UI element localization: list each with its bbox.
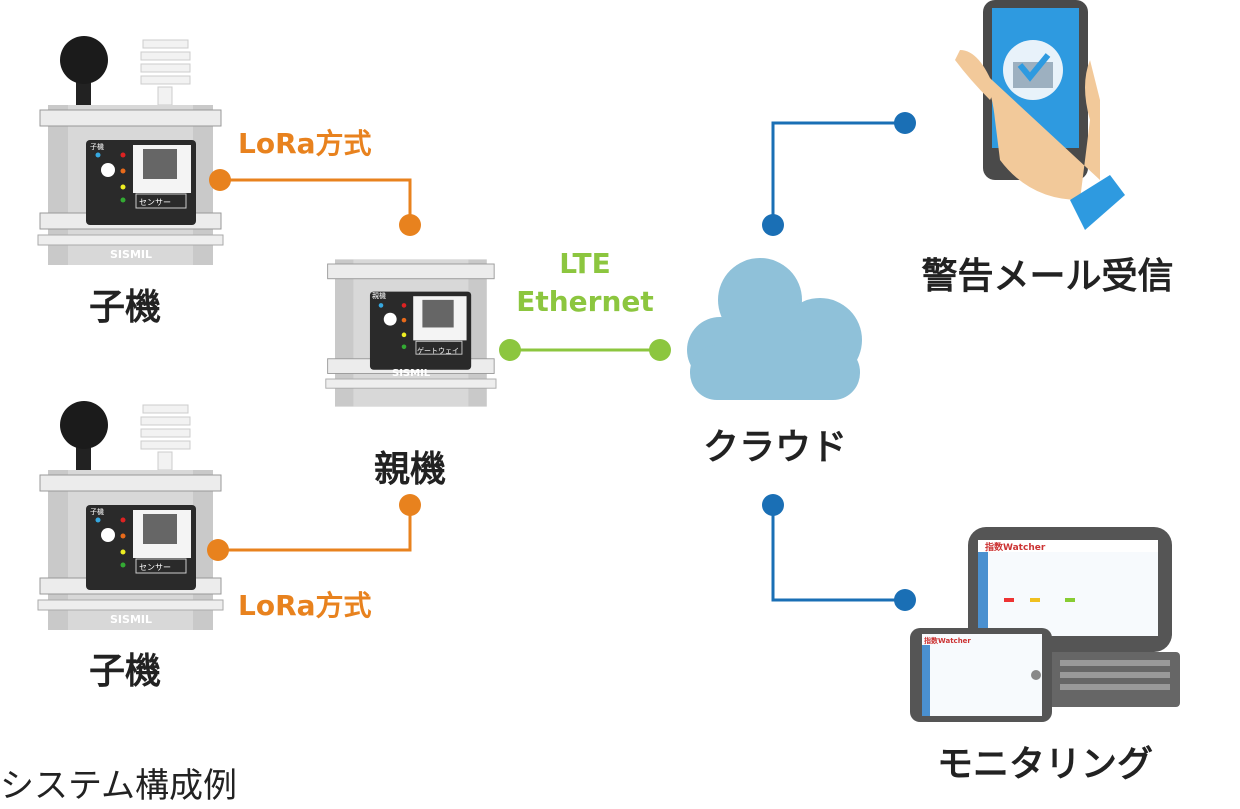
ethernet-label: Ethernet [516, 285, 654, 318]
cloud-icon [687, 258, 862, 400]
cloud-label: クラウド [702, 427, 847, 468]
child-tag: センサー [139, 198, 171, 207]
smartphone-icon [955, 0, 1125, 230]
parent-tag: ゲートウェイ [417, 346, 459, 355]
child-panel-title: 子機 [90, 507, 104, 516]
monitoring-label: モニタリング [936, 744, 1153, 785]
caption: システム構成例 [0, 766, 237, 806]
lora-endpoint [209, 169, 231, 191]
child-label-2: 子機 [88, 651, 161, 692]
cloud-endpoint [894, 589, 916, 611]
lora-label-top: LoRa方式 [238, 127, 372, 160]
child-panel-title: 子機 [90, 142, 104, 151]
lora-endpoint [399, 494, 421, 516]
child-tag: センサー [139, 563, 171, 572]
alert-mail-label: 警告メール受信 [921, 256, 1174, 297]
child-device-1 [37, 36, 224, 266]
app-logo: 指数Watcher [924, 636, 971, 645]
parent-panel-title: 親機 [372, 291, 386, 300]
app-logo: 指数Watcher [985, 541, 1046, 553]
lte-endpoint [649, 339, 671, 361]
lte-label: LTE [559, 247, 611, 280]
parent-label: 親機 [373, 449, 446, 490]
brand-logo: SISMIL [392, 368, 431, 379]
brand-logo: SISMIL [110, 613, 152, 626]
child-device-2 [37, 401, 224, 631]
monitoring-devices-icon [910, 527, 1180, 722]
lte-endpoint [499, 339, 521, 361]
cloud-endpoint [762, 214, 784, 236]
cloud-endpoint [894, 112, 916, 134]
child-label-1: 子機 [88, 287, 161, 328]
lora-endpoint [207, 539, 229, 561]
cloud-endpoint [762, 494, 784, 516]
lora-endpoint [399, 214, 421, 236]
parent-device [325, 258, 497, 408]
lora-label-bottom: LoRa方式 [238, 589, 372, 622]
brand-logo: SISMIL [110, 248, 152, 261]
